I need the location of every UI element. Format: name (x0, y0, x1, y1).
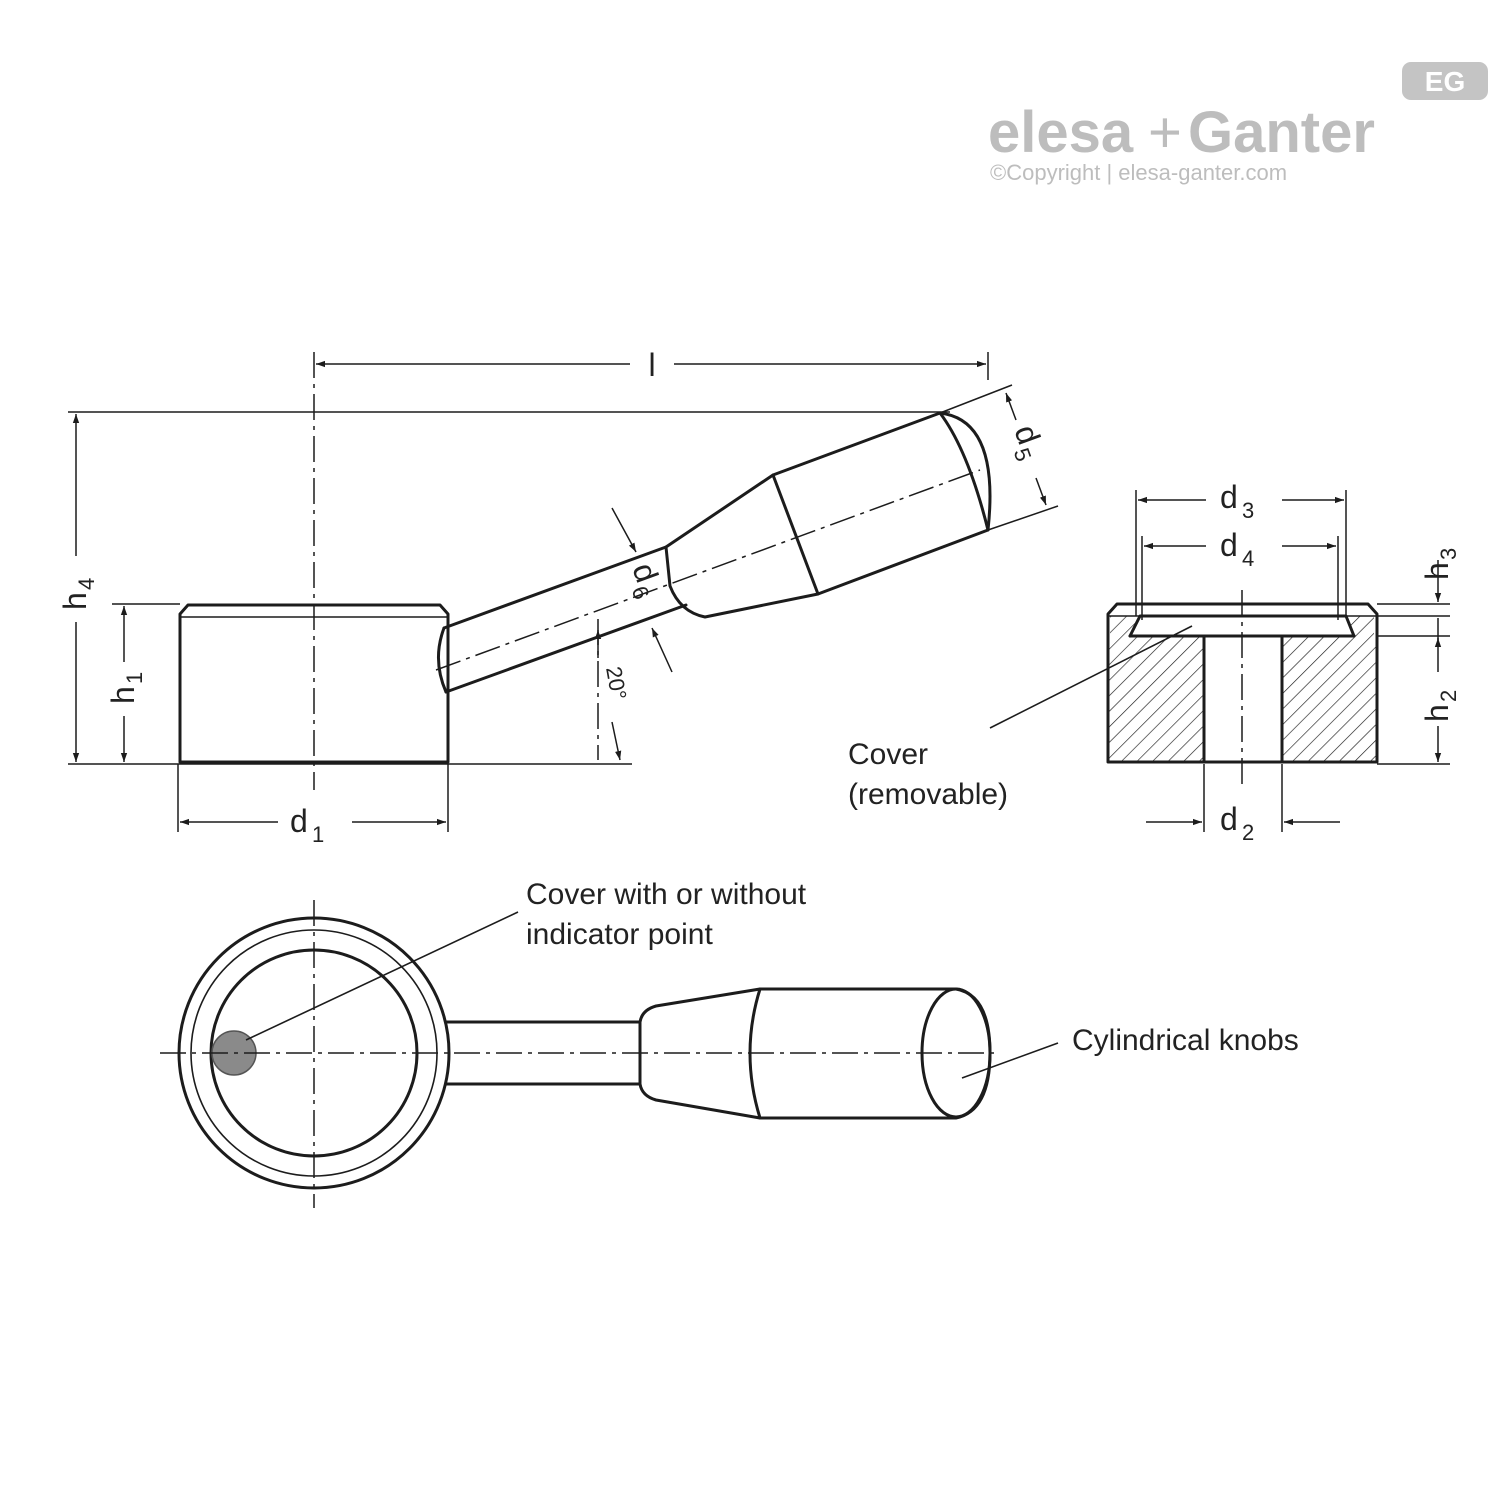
indicator-label-2: indicator point (526, 918, 713, 951)
knob-joint (771, 473, 820, 596)
dim-angle: 20° (601, 665, 631, 702)
cover-leader (989, 625, 1193, 729)
svg-text:3: 3 (1242, 498, 1254, 523)
hub-outline (178, 603, 450, 764)
svg-text:h: h (105, 686, 141, 704)
knob-outline (664, 411, 992, 619)
svg-text:h: h (1419, 704, 1455, 722)
eg-badge: EG (1402, 62, 1488, 100)
knobs-label: Cylindrical knobs (1072, 1024, 1299, 1057)
svg-text:4: 4 (1242, 546, 1254, 571)
top-view: Cover with or without indicator point Cy… (160, 878, 1299, 1208)
svg-text:6: 6 (627, 583, 655, 603)
hatch-left (1108, 636, 1204, 762)
svg-text:2: 2 (1242, 820, 1254, 845)
top-arm (444, 1020, 642, 1086)
brand-name-left: elesa (988, 100, 1134, 165)
svg-text:d: d (290, 803, 308, 839)
side-view: l h 4 h 1 d 1 d 5 d (57, 347, 1059, 847)
dim-d4: d 4 (1220, 527, 1254, 571)
lever-arm (442, 545, 688, 694)
section-view: d 3 d 4 h 3 h 2 d 2 Cover (848, 479, 1461, 845)
dim-l-label: l (648, 347, 655, 383)
cover-label-2: (removable) (848, 778, 1008, 811)
dim-h2: h 2 (1419, 690, 1461, 722)
svg-text:2: 2 (1436, 690, 1461, 702)
svg-text:d: d (1220, 479, 1238, 515)
dim-h3: h 3 (1419, 548, 1461, 580)
knobs-leader (961, 1042, 1059, 1079)
brand-plus: + (1148, 100, 1182, 165)
dim-d2: d 2 (1220, 801, 1254, 845)
svg-text:20°: 20° (601, 665, 631, 702)
brand-copyright: ©Copyright | elesa-ganter.com (990, 160, 1287, 185)
dim-d5: d 5 (1007, 420, 1047, 465)
svg-text:5: 5 (1009, 445, 1037, 465)
svg-text:d: d (625, 558, 665, 587)
indicator-label: Cover with or without (526, 878, 807, 911)
svg-text:h: h (57, 592, 93, 610)
arm-centerline (435, 469, 981, 671)
cover-recess (1128, 614, 1356, 638)
svg-text:d: d (1220, 527, 1238, 563)
knob-end (938, 411, 990, 532)
arm-root (436, 626, 448, 694)
cover-label: Cover (848, 738, 928, 771)
brand-name-right: Ganter (1188, 100, 1375, 165)
dim-d3: d 3 (1220, 479, 1254, 523)
hatch-right (1282, 636, 1376, 762)
svg-text:d: d (1220, 801, 1238, 837)
brand-logo: elesa + Ganter ©Copyright | elesa-ganter… (988, 62, 1488, 185)
dim-d1: d 1 (290, 803, 324, 847)
svg-text:1: 1 (312, 822, 324, 847)
section-outline (1106, 602, 1379, 764)
svg-text:3: 3 (1436, 548, 1461, 560)
svg-text:4: 4 (74, 578, 99, 590)
dim-h1: h 1 (105, 672, 147, 704)
svg-text:1: 1 (122, 672, 147, 684)
indicator-leader (245, 911, 519, 1041)
eg-badge-text: EG (1425, 66, 1465, 97)
dim-h4: h 4 (57, 578, 99, 610)
dim-d6: d 6 (625, 558, 665, 603)
svg-text:d: d (1007, 420, 1047, 449)
svg-text:h: h (1419, 562, 1455, 580)
